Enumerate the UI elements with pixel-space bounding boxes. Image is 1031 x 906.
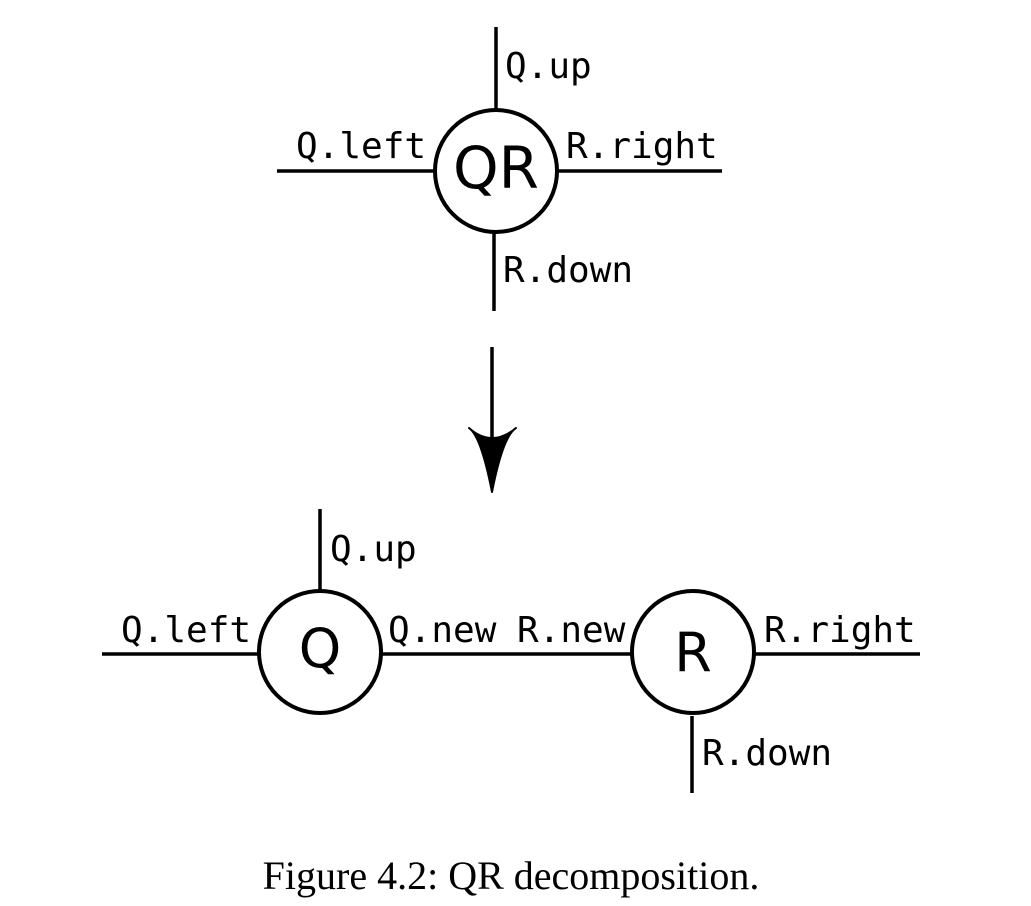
arrow-head	[468, 427, 517, 493]
r-right-label: R.right	[764, 610, 916, 651]
r-node-label: R	[674, 622, 712, 685]
q-new-label: Q.new	[388, 610, 497, 651]
q-up-label: Q.up	[330, 529, 417, 570]
top-right-label: R.right	[566, 126, 718, 167]
top-up-label: Q.up	[505, 46, 592, 87]
qr-node	[433, 108, 559, 234]
q-left-label: Q.left	[121, 610, 251, 651]
decomposition-arrow	[468, 347, 517, 493]
r-down-label: R.down	[702, 733, 832, 774]
top-left-label: Q.left	[296, 126, 426, 167]
r-new-label: R.new	[517, 610, 626, 651]
figure-caption: Figure 4.2: QR decomposition.	[263, 853, 760, 898]
top-tensor: QR Q.up Q.left R.right R.down	[277, 27, 722, 311]
q-node	[257, 589, 383, 715]
bottom-tensors: Q R Q.up Q.left Q.new R.new R.right R.do…	[102, 509, 920, 793]
r-node	[630, 589, 756, 715]
q-node-label: Q	[299, 618, 342, 681]
qr-node-label: QR	[453, 134, 539, 202]
top-down-label: R.down	[503, 250, 633, 291]
